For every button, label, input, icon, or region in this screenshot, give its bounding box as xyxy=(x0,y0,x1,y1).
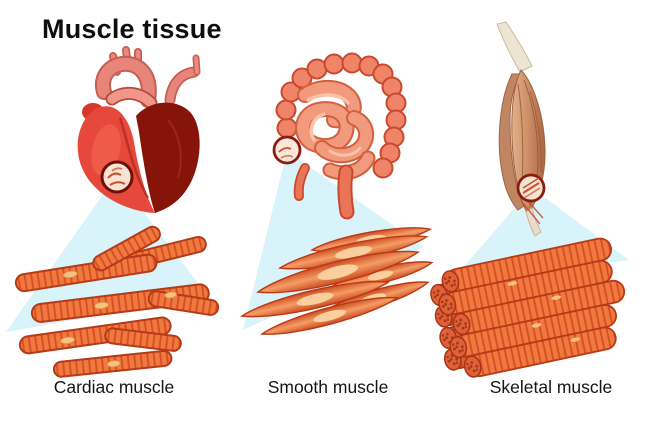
heart-body xyxy=(77,102,200,213)
large-intestine xyxy=(275,52,407,179)
page-title: Muscle tissue xyxy=(42,14,222,44)
intestine-illustration xyxy=(272,52,407,220)
cardiac-fibers-illustration xyxy=(14,225,220,378)
cardiac-muscle-label: Cardiac muscle xyxy=(53,377,175,397)
smooth-muscle-cells-illustration xyxy=(239,227,434,335)
cardiac-magnifier-circle xyxy=(100,160,134,194)
smooth-magnifier-circle xyxy=(272,135,302,165)
skeletal-muscle-label: Skeletal muscle xyxy=(489,377,613,397)
skeletal-fibers-illustration xyxy=(428,237,626,380)
lower-tendon xyxy=(525,207,542,237)
arm-muscle-illustration xyxy=(496,21,546,237)
muscle-head-rear xyxy=(498,73,525,211)
smooth-muscle-label: Smooth muscle xyxy=(267,377,389,397)
skeletal-magnifier-circle xyxy=(516,173,546,203)
heart-illustration xyxy=(77,46,201,213)
small-intestine-coils xyxy=(293,80,376,220)
upper-tendon xyxy=(496,21,533,73)
heart-vessels xyxy=(95,46,201,110)
